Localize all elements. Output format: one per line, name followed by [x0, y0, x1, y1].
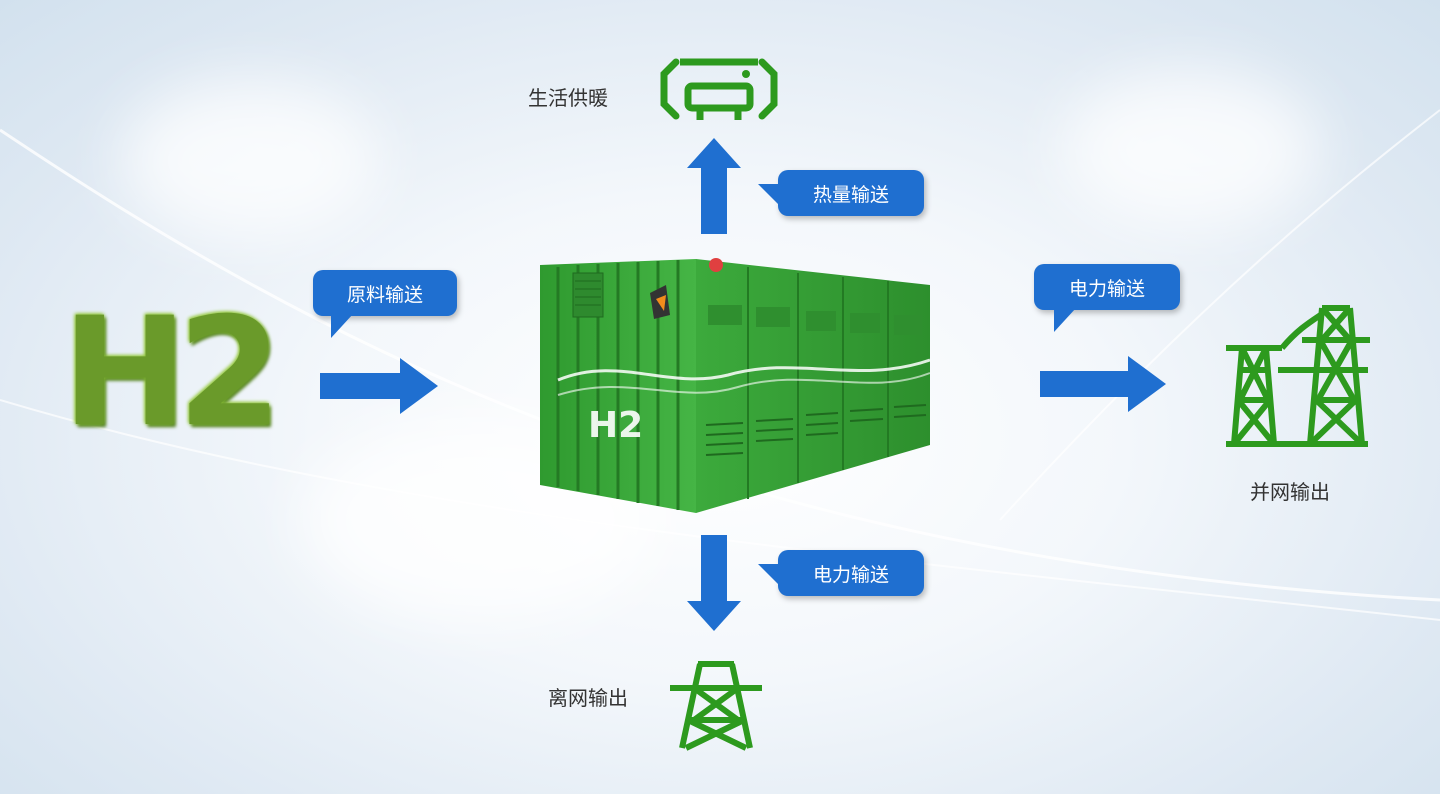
- arrow-up: [687, 138, 741, 234]
- bubble-power-offgrid: 电力输送: [758, 550, 924, 596]
- bubble-heat-label: 热量输送: [812, 183, 889, 206]
- grid-output-label: 并网输出: [1250, 480, 1330, 504]
- heating-output-label: 生活供暖: [528, 86, 608, 110]
- bubble-raw-material-label: 原料输送: [346, 283, 423, 306]
- h2-source-logo: H2: [62, 298, 292, 458]
- power-tower-icon: [670, 661, 762, 751]
- arrow-right-right: [1040, 356, 1166, 412]
- bubble-power-grid: 电力输送: [1034, 264, 1180, 332]
- offgrid-output-label: 离网输出: [548, 686, 628, 710]
- radiator-icon: [660, 58, 778, 120]
- bubble-raw-material: 原料输送: [313, 270, 457, 338]
- bubble-heat: 热量输送: [758, 170, 924, 216]
- hydrogen-container: [540, 258, 931, 513]
- arrow-right-left: [320, 358, 438, 414]
- h2-source-text: H2: [62, 286, 282, 460]
- container-h2-text: H2: [588, 405, 644, 446]
- transmission-tower-icon: [1226, 305, 1370, 447]
- background-glow: [1060, 70, 1320, 230]
- bubble-power-offgrid-label: 电力输送: [812, 563, 889, 586]
- arrow-down: [687, 535, 741, 631]
- container-h2-label: H2: [588, 405, 643, 446]
- bubble-power-grid-label: 电力输送: [1068, 277, 1145, 300]
- background-glow: [120, 80, 380, 240]
